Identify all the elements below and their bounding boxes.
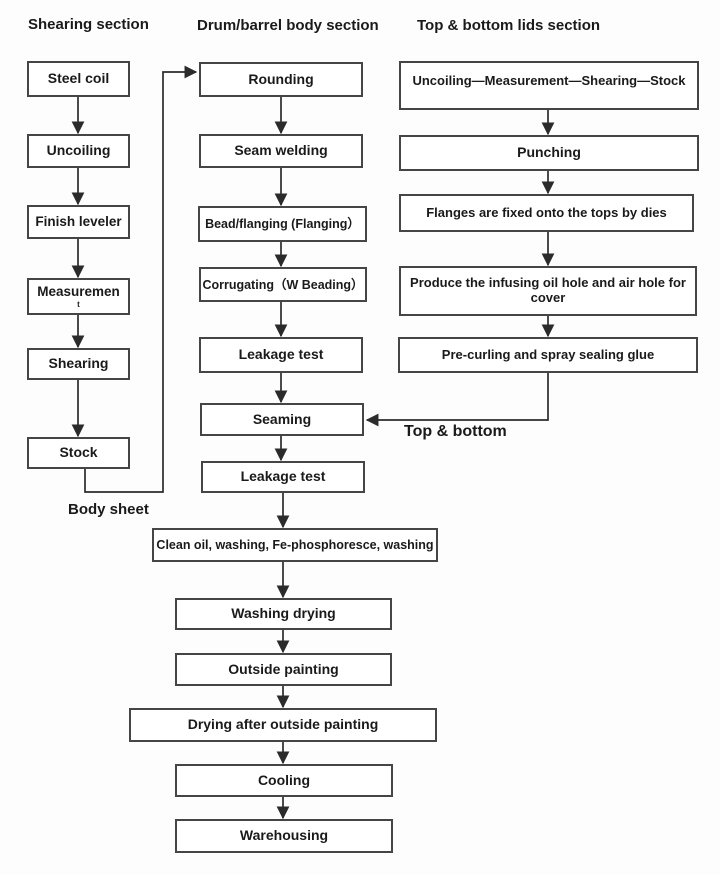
step-label: Shearing: [48, 355, 109, 372]
step-label: Uncoiling—Measurement—Shearing—Stock: [412, 73, 686, 89]
step-measurement: Measuremen t: [27, 278, 130, 315]
step-label: Produce the infusing oil hole and air ho…: [410, 275, 686, 305]
step-flanges-fixed: Flanges are fixed onto the tops by dies: [399, 194, 694, 232]
step-label: Outside painting: [228, 660, 339, 677]
step-label: Bead/flanging (Flanging）: [205, 217, 360, 231]
step-label: Leakage test: [240, 468, 326, 485]
shearing-section-header: Shearing section: [28, 16, 149, 33]
step-label: Punching: [517, 144, 581, 161]
step-bead-flanging: Bead/flanging (Flanging）: [198, 206, 367, 242]
step-drying-after-painting: Drying after outside painting: [129, 708, 437, 742]
step-clean-oil-washing: Clean oil, washing, Fe-phosphoresce, was…: [152, 528, 438, 562]
step-label: Seaming: [252, 410, 312, 427]
step-label: Clean oil, washing, Fe-phosphoresce, was…: [156, 538, 434, 552]
step-outside-painting: Outside painting: [175, 653, 392, 686]
step-shearing: Shearing: [27, 348, 130, 380]
body-sheet-label: Body sheet: [68, 501, 149, 518]
step-label: Seam welding: [234, 142, 328, 159]
step-label: Warehousing: [239, 827, 329, 844]
step-label: Rounding: [248, 70, 314, 87]
step-label: Corrugating（W Beading）: [202, 277, 364, 292]
step-label: Uncoiling: [46, 142, 111, 159]
step-seaming: Seaming: [200, 403, 364, 436]
step-label: Washing drying: [231, 605, 336, 622]
step-label: Leakage test: [238, 346, 324, 363]
step-leakage-test-2: Leakage test: [201, 461, 365, 493]
body-section-header: Drum/barrel body section: [197, 17, 379, 34]
step-rounding: Rounding: [199, 62, 363, 97]
step-label: Pre-curling and spray sealing glue: [441, 346, 655, 362]
step-uncoiling: Uncoiling: [27, 134, 130, 168]
step-label: Cooling: [257, 771, 311, 788]
step-label: Flanges are fixed onto the tops by dies: [426, 204, 667, 220]
step-punching: Punching: [399, 135, 699, 171]
top-bottom-join-label: Top & bottom: [404, 423, 507, 440]
step-label: Measuremen: [37, 284, 120, 300]
step-stock: Stock: [27, 437, 130, 469]
step-leakage-test-1: Leakage test: [199, 337, 363, 373]
step-lids-prep-line: Uncoiling—Measurement—Shearing—Stock: [399, 61, 699, 110]
step-label: Stock: [59, 444, 98, 461]
step-label: Drying after outside painting: [187, 716, 379, 733]
step-corrugating: Corrugating（W Beading）: [199, 267, 367, 302]
connector-pre-curling-to-seaming: [365, 373, 549, 427]
step-warehousing: Warehousing: [175, 819, 393, 853]
step-finish-leveler: Finish leveler: [27, 205, 130, 239]
step-seam-welding: Seam welding: [199, 134, 363, 168]
step-oil-air-hole: Produce the infusing oil hole and air ho…: [399, 266, 697, 316]
step-label-wrapped-char: t: [77, 299, 80, 309]
step-label: Finish leveler: [35, 214, 122, 230]
step-steel-coil: Steel coil: [27, 61, 130, 97]
step-washing-drying: Washing drying: [175, 598, 392, 630]
step-cooling: Cooling: [175, 764, 393, 797]
step-label: Steel coil: [47, 70, 110, 87]
lids-section-header: Top & bottom lids section: [417, 17, 601, 34]
step-pre-curling: Pre-curling and spray sealing glue: [398, 337, 698, 373]
